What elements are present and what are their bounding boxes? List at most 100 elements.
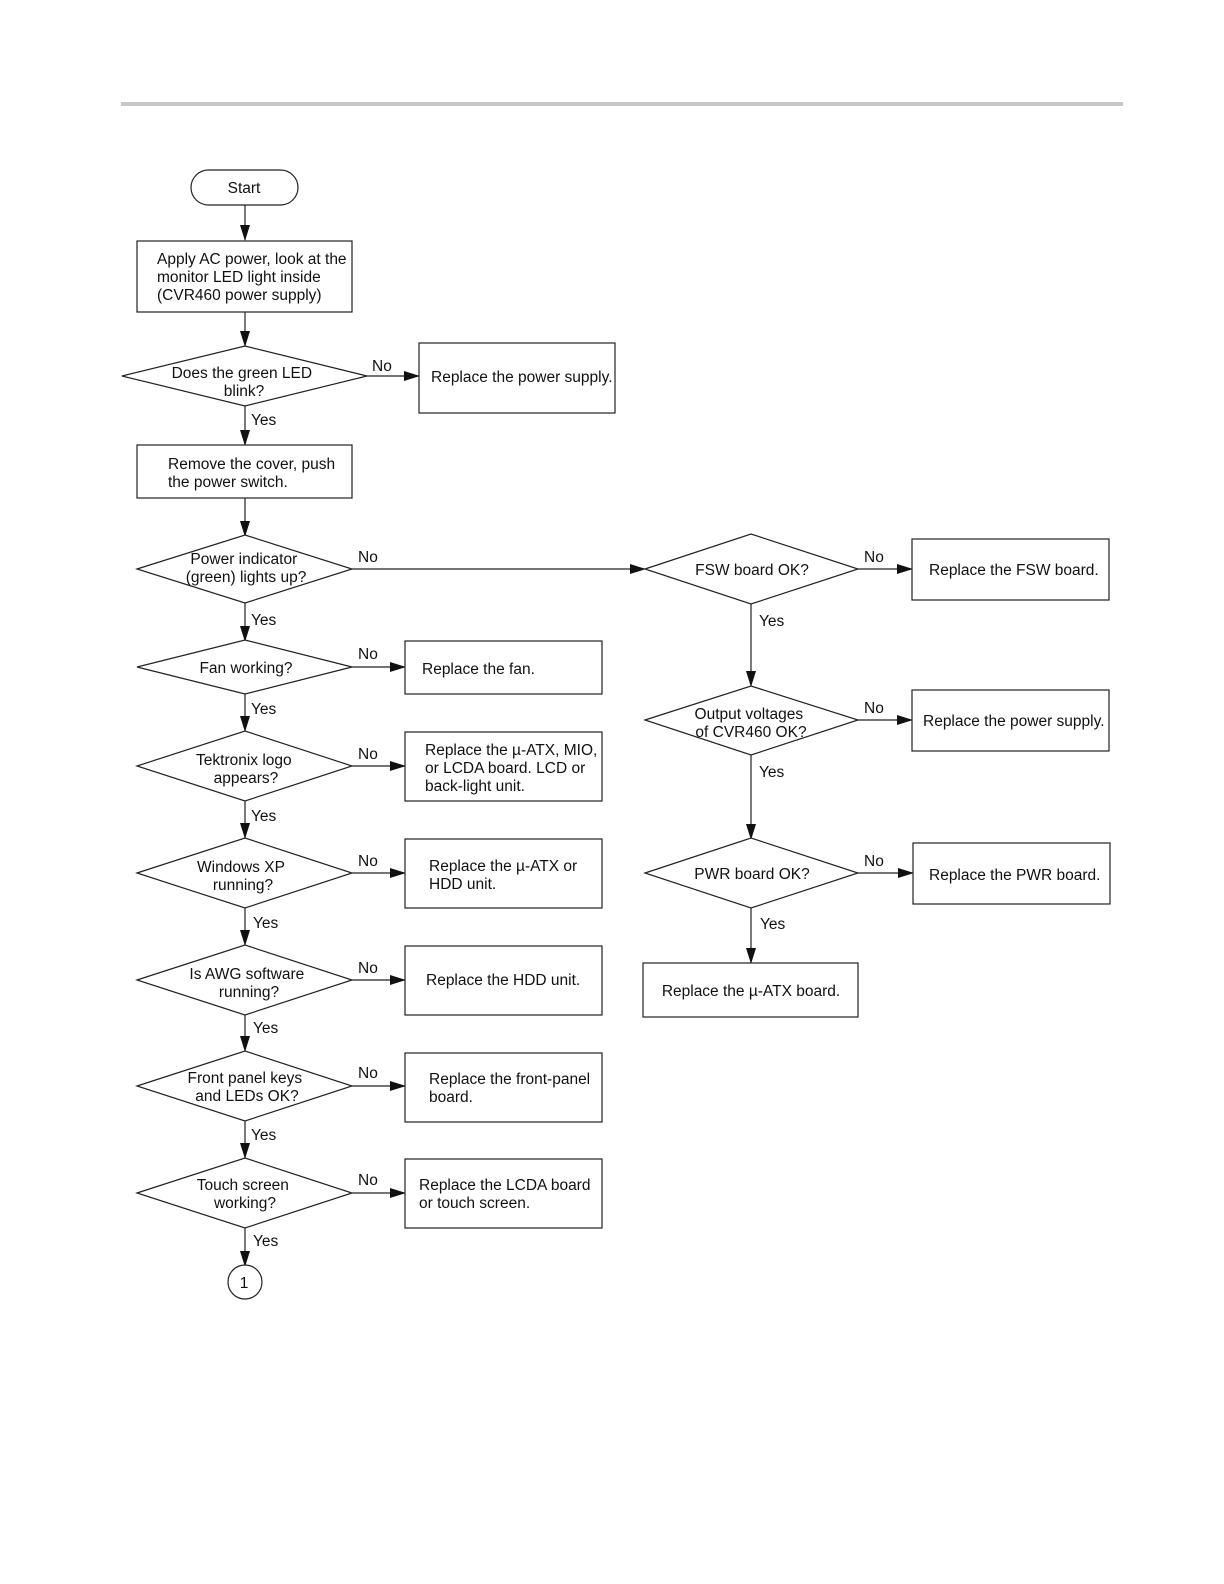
header-rule	[121, 102, 1123, 106]
label-no: No	[864, 549, 884, 566]
action-text-line: Replace the FSW board.	[929, 562, 1099, 579]
action-text-line: Replace the µ-ATX board.	[662, 983, 840, 1000]
decision-tektronix-logo: Tektronix logo appears?	[135, 730, 354, 802]
svg-text:Does the green LED blink: Does the green LED blink?	[172, 365, 317, 400]
step-text-line: (CVR460 power supply)	[157, 287, 322, 304]
label-yes: Yes	[253, 1020, 279, 1037]
decision-text-line: running?	[219, 984, 280, 1001]
label-no: No	[358, 646, 378, 663]
decision-text-line: and LEDs OK?	[195, 1088, 299, 1105]
label-yes: Yes	[251, 1127, 277, 1144]
label-yes: Yes	[251, 701, 277, 718]
decision-text-line: blink?	[224, 383, 265, 400]
action-replace-power-supply-2: Replace the power supply.	[911, 689, 1110, 752]
action-text-line: HDD unit.	[429, 876, 496, 893]
decision-fsw-board: FSW board OK?	[643, 533, 860, 605]
decision-text-line: of CVR460 OK?	[695, 724, 807, 741]
label-yes: Yes	[760, 916, 786, 933]
label-no: No	[864, 853, 884, 870]
action-replace-power-supply: Replace the power supply.	[418, 342, 616, 414]
action-replace-uatx-mio-lcda: Replace the µ-ATX, MIO, or LCDA board. L…	[404, 731, 603, 802]
decision-text-line: Fan working?	[199, 660, 292, 677]
svg-text:Windows XP running?: Windows XP running?	[197, 859, 289, 894]
step-text-line: the power switch.	[168, 474, 288, 491]
action-text-line: or touch screen.	[419, 1195, 530, 1212]
decision-output-voltages: Output voltages of CVR460 OK?	[643, 685, 860, 756]
step-text-line: Remove the cover, push	[168, 456, 335, 473]
label-no: No	[358, 960, 378, 977]
action-replace-pwr-board: Replace the PWR board.	[912, 842, 1111, 905]
svg-text:Is AWG software running?: Is AWG software running?	[189, 966, 308, 1001]
svg-text:Output voltages of CVR46: Output voltages of CVR460 OK?	[695, 706, 808, 741]
action-text-line: or LCDA board. LCD or	[425, 760, 585, 777]
connector-label: 1	[240, 1275, 249, 1292]
action-replace-fsw-board: Replace the FSW board.	[911, 538, 1110, 601]
decision-text-line: appears?	[214, 770, 279, 787]
decision-text-line: working?	[213, 1195, 276, 1212]
svg-text:Front panel keys and LED: Front panel keys and LEDs OK?	[188, 1070, 307, 1105]
action-text-line: Replace the µ-ATX, MIO,	[425, 742, 597, 759]
step-remove-cover: Remove the cover, push the power switch.	[136, 444, 353, 499]
decision-awg-software: Is AWG software running?	[135, 944, 354, 1016]
decision-text-line: Power indicator	[190, 551, 297, 568]
decision-text-line: Does the green LED	[172, 365, 312, 382]
decision-text-line: Windows XP	[197, 859, 285, 876]
decision-green-led: Does the green LED blink?	[121, 345, 368, 407]
label-yes: Yes	[251, 808, 277, 825]
svg-text:Replace the front-panel: Replace the front-panel board.	[429, 1071, 594, 1106]
page-connector: 1	[227, 1264, 263, 1300]
label-no: No	[358, 1065, 378, 1082]
step-text-line: Apply AC power, look at the	[157, 251, 347, 268]
action-text-line: Replace the HDD unit.	[426, 972, 580, 989]
svg-text:Replace the LCDA board o: Replace the LCDA board or touch screen.	[419, 1177, 595, 1212]
action-replace-hdd: Replace the HDD unit.	[404, 945, 603, 1016]
step-text-line: monitor LED light inside	[157, 269, 321, 286]
start-label: Start	[228, 180, 261, 197]
label-yes: Yes	[251, 412, 277, 429]
label-no: No	[864, 700, 884, 717]
decision-text-line: Is AWG software	[189, 966, 304, 983]
action-text-line: Replace the front-panel	[429, 1071, 590, 1088]
action-replace-front-panel: Replace the front-panel board.	[404, 1052, 603, 1123]
decision-text-line: Tektronix logo	[196, 752, 292, 769]
svg-text:Power indicator (green): Power indicator (green) lights up?	[186, 551, 307, 586]
action-text-line: back-light unit.	[425, 778, 525, 795]
svg-text:Replace the µ-ATX or HDD: Replace the µ-ATX or HDD unit.	[429, 858, 582, 893]
decision-front-panel: Front panel keys and LEDs OK?	[135, 1050, 354, 1122]
label-yes: Yes	[253, 1233, 279, 1250]
flow-lines	[240, 205, 914, 1267]
decision-text-line: Output voltages	[695, 706, 804, 723]
decision-pwr-board: PWR board OK?	[643, 837, 860, 909]
svg-text:Remove the cover, push t: Remove the cover, push the power switch.	[168, 456, 339, 491]
decision-text-line: FSW board OK?	[695, 562, 809, 579]
action-text-line: Replace the LCDA board	[419, 1177, 590, 1194]
svg-text:Replace the µ-ATX, MIO,: Replace the µ-ATX, MIO, or LCDA board. L…	[425, 742, 602, 795]
decision-fan: Fan working?	[136, 639, 353, 695]
svg-text:Tektronix logo appears?: Tektronix logo appears?	[196, 752, 296, 787]
label-yes: Yes	[251, 612, 277, 629]
label-no: No	[358, 746, 378, 763]
start-terminal: Start	[190, 169, 299, 206]
label-yes: Yes	[759, 764, 785, 781]
action-replace-fan: Replace the fan.	[404, 640, 603, 695]
action-text-line: Replace the power supply.	[431, 369, 613, 386]
decision-text-line: PWR board OK?	[694, 866, 810, 883]
decision-text-line: running?	[213, 877, 274, 894]
action-text-line: Replace the fan.	[422, 661, 535, 678]
label-no: No	[372, 358, 392, 375]
action-text-line: Replace the µ-ATX or	[429, 858, 577, 875]
branch-labels: No Yes No Yes No Yes No Yes No Yes No Ye…	[251, 358, 884, 1250]
label-no: No	[358, 1172, 378, 1189]
action-replace-uatx-hdd: Replace the µ-ATX or HDD unit.	[404, 838, 603, 909]
action-text-line: Replace the PWR board.	[929, 867, 1100, 884]
action-text-line: Replace the power supply.	[923, 713, 1105, 730]
decision-power-indicator: Power indicator (green) lights up?	[135, 534, 354, 604]
decision-text-line: (green) lights up?	[186, 569, 307, 586]
svg-text:Touch screen working?: Touch screen working?	[197, 1177, 294, 1212]
decision-text-line: Front panel keys	[188, 1070, 303, 1087]
svg-text:Apply AC power, look at the: Apply AC power, look at the monitor LED …	[157, 251, 351, 304]
label-no: No	[358, 853, 378, 870]
label-yes: Yes	[759, 613, 785, 630]
label-yes: Yes	[253, 915, 279, 932]
